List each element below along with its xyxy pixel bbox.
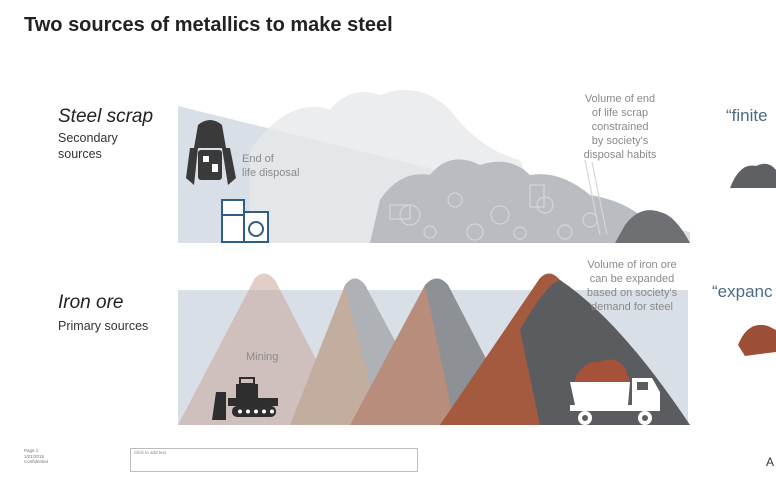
ore-volume-note: Volume of iron ore can be expanded based… <box>586 259 678 313</box>
finite-circle <box>726 138 776 194</box>
steel-scrap-heading: Steel scrap <box>58 106 154 127</box>
iron-ore-heading: Iron ore <box>58 292 124 313</box>
expand-ore-icon <box>738 324 776 356</box>
iron-ore-subheading: Primary sources <box>58 319 149 333</box>
scrap-volume-note: Volume of end of life scrap constrained … <box>583 93 657 161</box>
notes-textbox[interactable]: Click to add text <box>130 448 418 472</box>
scrap-texture <box>389 159 608 241</box>
page-meta: Page 1 1/01/2015 Confidential <box>24 448 48 464</box>
steel-scrap-subheading: Secondary sources <box>58 131 118 161</box>
finite-quote: “finite <box>726 106 768 125</box>
page-title: Two sources of metallics to make steel <box>24 14 393 36</box>
ore-rocks <box>575 359 630 382</box>
mining-label: Mining <box>246 351 279 363</box>
end-of-life-label: End of life disposal <box>242 153 300 179</box>
appliance-icon <box>221 199 269 243</box>
textbox-placeholder: Click to add text <box>134 450 167 455</box>
finite-pile-icon <box>730 163 776 188</box>
expand-quote: “expanc <box>712 282 773 301</box>
scrap-grabber-icon <box>186 120 236 185</box>
corner-text: A <box>766 455 775 469</box>
scrap-pile-dark <box>615 210 690 243</box>
